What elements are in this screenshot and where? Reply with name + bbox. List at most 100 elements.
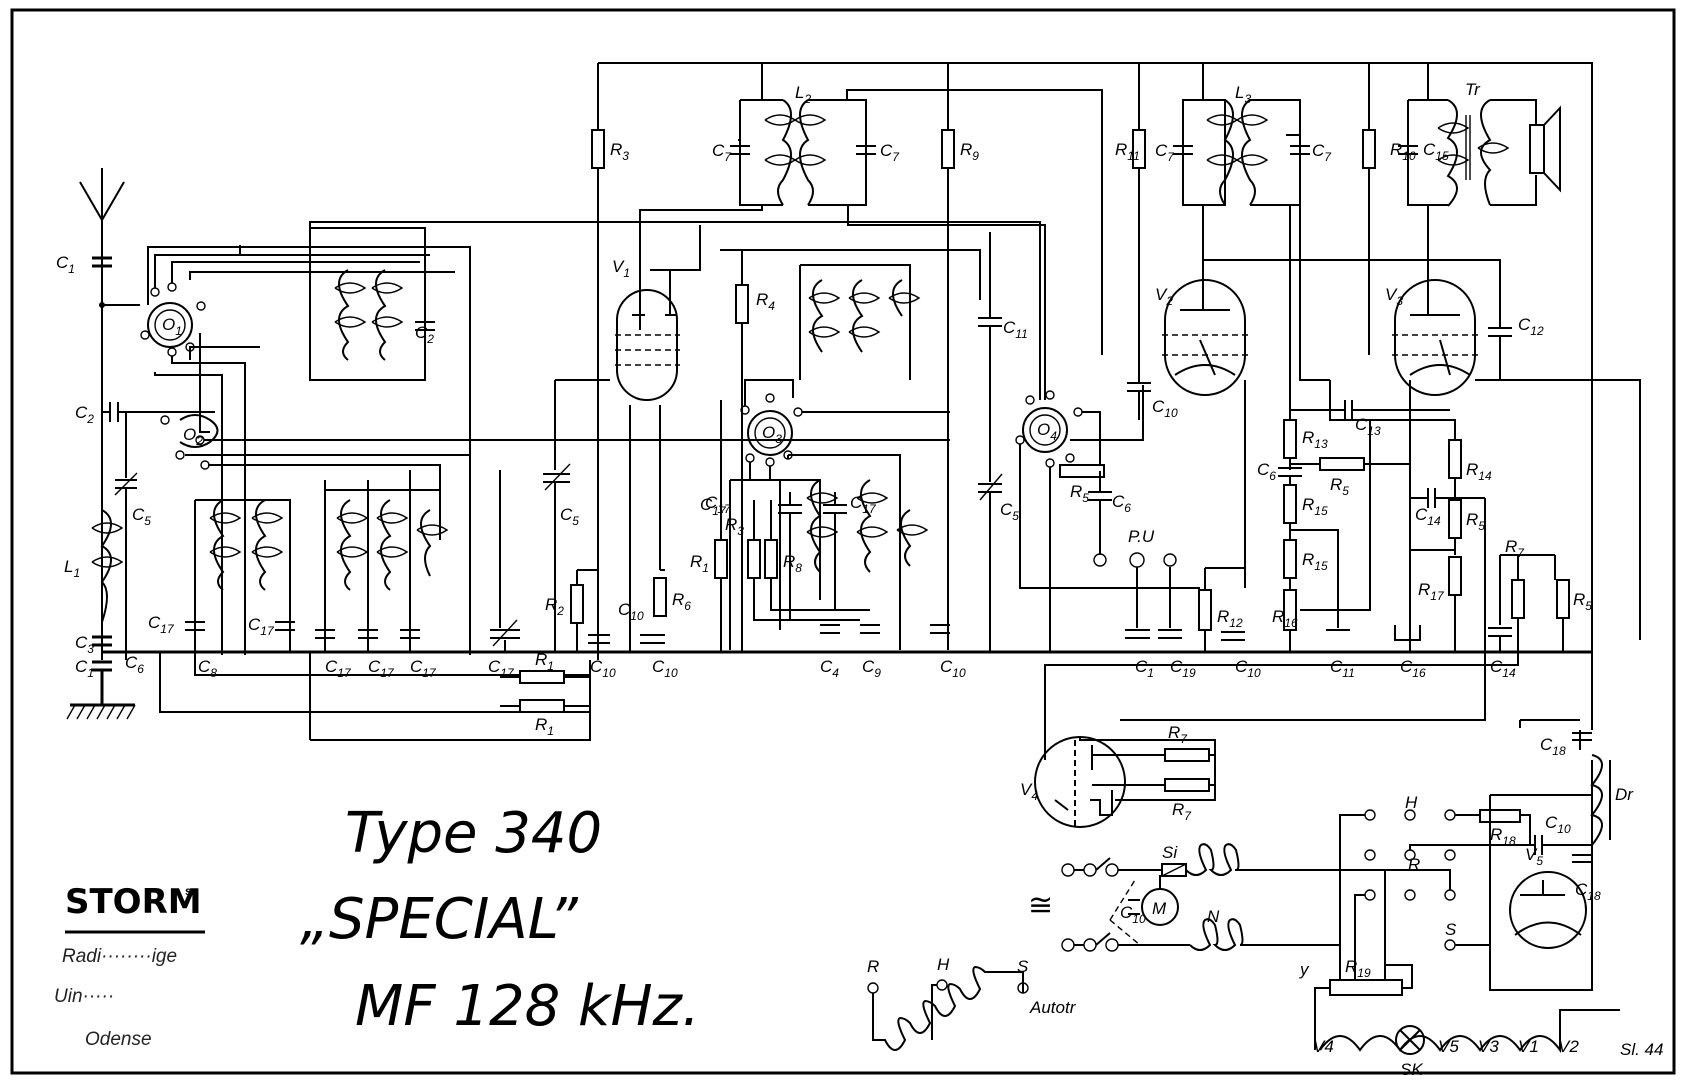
label-c8: C8 [198, 657, 217, 680]
pickup-jack-1[interactable] [1129, 552, 1145, 568]
coil-l1 [91, 509, 124, 623]
switche-label-o1: O1 [162, 315, 182, 338]
label-r17: R17 [1418, 580, 1445, 603]
label-c10b: C10 [652, 657, 678, 680]
wave-switch-o4 [1015, 385, 1200, 589]
label-c1a: C1 [56, 253, 75, 276]
label-r3a: R3 [610, 140, 629, 163]
label-c4: C4 [820, 657, 839, 680]
label-c1c: C1 [1135, 657, 1154, 680]
label-c16: C16 [1400, 657, 1426, 680]
resistor-r19 [1329, 979, 1403, 996]
electrolytic-c16 [1394, 625, 1421, 652]
wave-switch-o2 [160, 414, 950, 540]
mains-coils-n [1185, 843, 1340, 951]
brand-line-2: Uin····· [54, 986, 114, 1007]
label-c2a: C2 [75, 403, 94, 426]
label-c7c: C7 [1155, 141, 1175, 164]
label-r8: R8 [783, 552, 802, 575]
label-ssw: S [1445, 920, 1457, 939]
band-coils-3 [806, 479, 950, 634]
label-c11b: C11 [1330, 657, 1355, 680]
tube-label-v2: V2 [1155, 285, 1173, 308]
autotransformer [867, 965, 1029, 1051]
resistor-r10 [1362, 129, 1376, 169]
label-c17f: C17 [488, 657, 515, 680]
resistor-r5b [1319, 457, 1365, 471]
label-c17c: C17 [325, 657, 352, 680]
tube-label-v5: V5 [1525, 845, 1543, 868]
brand-line-1: Radi········ige [62, 946, 177, 967]
label-c5c: C5 [1000, 500, 1019, 523]
label-c7a: C7 [712, 141, 732, 164]
label-c10a: C10 [590, 657, 616, 680]
label-si: Si [1162, 843, 1178, 862]
label-c17b: C17 [248, 615, 275, 638]
pickup-jack-2[interactable] [1163, 553, 1177, 567]
resistor-r3b [747, 539, 761, 579]
resistor-r8 [764, 539, 778, 579]
brand-line-3: Odense [85, 1029, 152, 1050]
label-c7b: C7 [880, 141, 900, 164]
voltage-selector [1300, 809, 1490, 990]
autotransformer-label: Autotr [1029, 998, 1077, 1017]
resistor-r18 [1479, 809, 1521, 823]
resistor-r3 [591, 129, 605, 169]
coil-label-l2: L2 [795, 83, 811, 106]
label-r15b: R15 [1302, 550, 1328, 573]
band-coils-4 [799, 264, 921, 380]
resistor-r15a [1283, 484, 1297, 524]
resistor-r15b [1283, 539, 1297, 579]
tube-v5-rectifier [1509, 871, 1587, 949]
brand-name: STORM [65, 882, 202, 922]
label-c19: C19 [1170, 657, 1196, 680]
label-c14b: C14 [1490, 657, 1516, 680]
coil-label-l3: L3 [1235, 83, 1251, 106]
label-m: M [1152, 899, 1167, 918]
tube-v1 [615, 220, 701, 652]
wave-switch-o1 [140, 246, 471, 655]
label-r14: R14 [1466, 460, 1492, 483]
label-r7c: R7 [1172, 800, 1192, 823]
filament-label-v1: V1 [1518, 1037, 1539, 1056]
label-r5b: R5 [1330, 475, 1349, 498]
label-c17e: C17 [410, 657, 437, 680]
label-c6c: C6 [1257, 460, 1276, 483]
label-y: y [1299, 960, 1310, 979]
autotransformer-tap-h: H [937, 955, 950, 974]
coil-label-n: N [1207, 907, 1220, 926]
filament-label-v2: V2 [1558, 1037, 1579, 1056]
label-c11a: C11 [1003, 318, 1028, 341]
title-frequency: MF 128 kHz. [355, 974, 700, 1039]
resistor-r11 [1132, 129, 1146, 169]
label-c10g: C10 [1545, 813, 1571, 836]
resistor-r5d [1556, 579, 1570, 619]
label-sk: SK [1400, 1060, 1423, 1079]
label-c10f: C10 [1152, 397, 1178, 420]
tone-network [1278, 380, 1450, 652]
output-transformer [1398, 99, 1561, 300]
coil-label-tr: Tr [1465, 80, 1481, 99]
tube-v2 [1162, 279, 1248, 588]
label-c18a: C18 [1540, 735, 1566, 758]
if-transformer-l3 [1173, 99, 1330, 410]
label-rsw: R [1408, 855, 1420, 874]
label-c9: C9 [862, 657, 881, 680]
label-r7b: R7 [1168, 723, 1188, 746]
resistor-r1c [714, 539, 728, 579]
mains-switch [1061, 857, 1190, 952]
resistor-r1a [519, 670, 565, 684]
switche-label-o4: O4 [1037, 420, 1057, 443]
mains-ac-symbol: ≅ [1028, 889, 1053, 922]
if-transformer-l2 [639, 89, 1103, 400]
filament-label-v4: V4 [1313, 1037, 1334, 1056]
label-c12: C12 [1518, 315, 1544, 338]
label-r1c: R1 [690, 552, 709, 575]
filament-label-v3: V3 [1478, 1037, 1499, 1056]
label-r15a: R15 [1302, 495, 1328, 518]
label-c3: C3 [75, 633, 94, 656]
resistor-r1b [519, 699, 565, 713]
resistor-r14 [1448, 439, 1462, 479]
